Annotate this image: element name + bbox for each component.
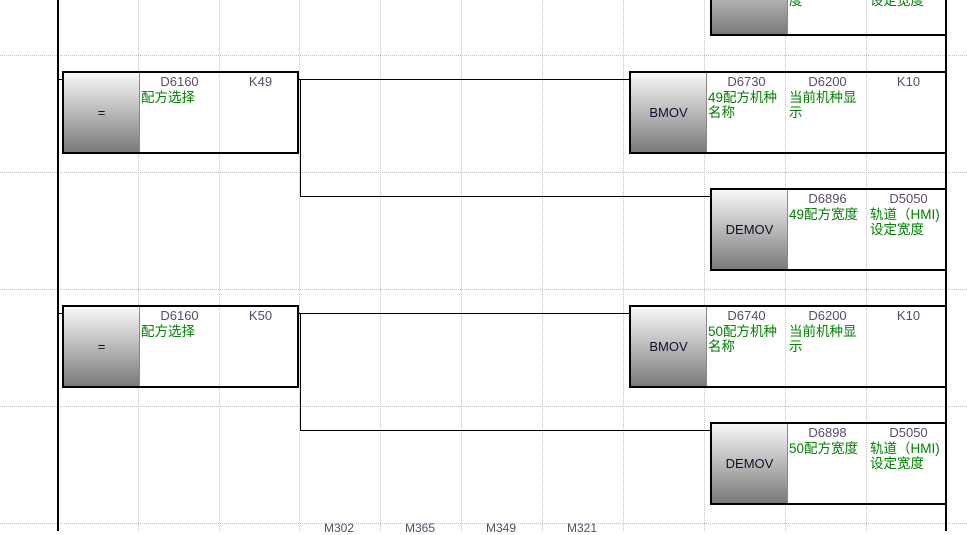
device-comment: 49配方机种名称	[708, 90, 778, 120]
device-address: D6898	[808, 425, 847, 440]
contact-device-label[interactable]: M349	[486, 521, 517, 535]
contact-device-label[interactable]: M365	[405, 521, 436, 535]
device-comment: 轨道（HMI)设定宽度	[870, 441, 940, 471]
device-address: D6896	[808, 191, 847, 206]
wire	[300, 79, 301, 197]
wire	[300, 313, 301, 431]
device-constant: K50	[248, 308, 273, 323]
instruction-op: DEMOV	[712, 190, 788, 269]
grid-line	[0, 523, 967, 524]
device-constant: K10	[896, 74, 921, 89]
device-constant: K49	[248, 74, 273, 89]
device-address: D6740	[727, 308, 766, 323]
device-comment: 50配方机种名称	[708, 324, 778, 354]
grid-line	[138, 0, 139, 531]
device-address: D6160	[160, 308, 199, 323]
grid-line	[299, 0, 300, 531]
grid-line	[380, 0, 381, 531]
device-comment: 度	[789, 0, 803, 8]
instruction-op: =	[64, 307, 140, 386]
contact-device-label[interactable]: M302	[324, 521, 355, 535]
instruction-op: BMOV	[631, 73, 707, 152]
grid-line	[219, 0, 220, 531]
device-address: D5050	[889, 425, 928, 440]
device-address: D6200	[808, 308, 847, 323]
grid-line	[0, 55, 967, 56]
grid-line	[623, 0, 624, 531]
device-comment: 设定宽度	[870, 0, 924, 8]
grid-line	[0, 289, 967, 290]
wire	[298, 79, 630, 80]
grid-line	[461, 0, 462, 531]
device-comment: 50配方宽度	[789, 441, 859, 456]
instruction-op	[712, 0, 788, 34]
device-comment: 49配方宽度	[789, 207, 859, 222]
grid-line	[704, 0, 705, 531]
device-comment: 轨道（HMI)设定宽度	[870, 207, 940, 237]
grid-line	[0, 406, 967, 407]
device-address: D6200	[808, 74, 847, 89]
device-comment: 当前机种显示	[789, 90, 857, 120]
instruction-op: DEMOV	[712, 424, 788, 503]
device-comment: 配方选择	[141, 324, 195, 339]
device-address: D5050	[889, 191, 928, 206]
grid-line	[866, 0, 867, 531]
grid-line	[542, 0, 543, 531]
device-address: D6730	[727, 74, 766, 89]
wire	[300, 196, 711, 197]
device-comment: 当前机种显示	[789, 324, 857, 354]
instruction-op: BMOV	[631, 307, 707, 386]
instruction-block-partial[interactable]: 度 设定宽度	[710, 0, 947, 36]
left-power-rail	[57, 0, 59, 531]
contact-device-label[interactable]: M321	[567, 521, 598, 535]
wire	[300, 430, 711, 431]
grid-line	[0, 172, 967, 173]
device-constant: K10	[896, 308, 921, 323]
device-address: D6160	[160, 74, 199, 89]
device-comment: 配方选择	[141, 90, 195, 105]
wire	[298, 313, 630, 314]
instruction-op: =	[64, 73, 140, 152]
